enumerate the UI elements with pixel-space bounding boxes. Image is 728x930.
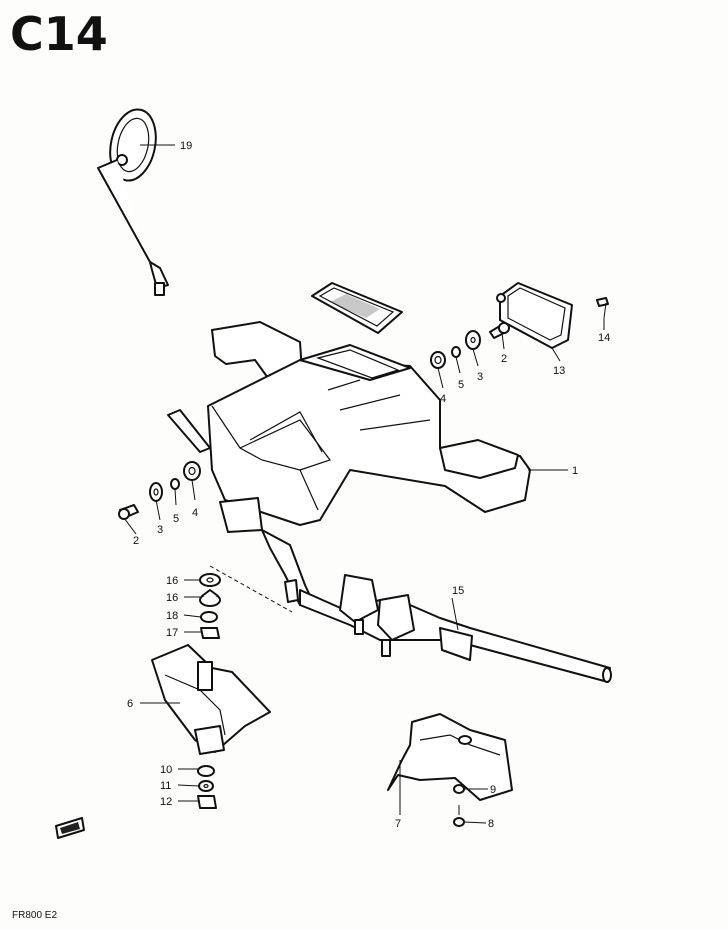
mount-stack-lower [197, 765, 217, 809]
callout-7: 7 [395, 818, 401, 830]
fasteners-right [430, 322, 510, 369]
left-cover-part [151, 644, 271, 755]
callout-3-right: 3 [477, 371, 483, 383]
callout-14: 14 [598, 332, 610, 344]
mirror-part [97, 108, 169, 296]
callout-2-right: 2 [501, 353, 507, 365]
leader-lines [123, 144, 605, 824]
screw-14 [596, 297, 609, 319]
frame-bar-part [299, 574, 612, 683]
window-glass-part [311, 282, 403, 334]
callout-13: 13 [553, 365, 565, 377]
mount-stack-upper [199, 573, 221, 639]
callout-19: 19 [180, 140, 192, 152]
callout-4-left: 4 [192, 507, 198, 519]
callout-3-left: 3 [157, 524, 163, 536]
diagram-title: C14 [10, 7, 108, 61]
callout-2-left: 2 [133, 535, 139, 547]
right-cover-part [387, 713, 513, 801]
bracket-stay [167, 409, 313, 606]
callout-4-right: 4 [440, 393, 446, 405]
callout-6: 6 [127, 698, 133, 710]
callout-17: 17 [166, 627, 178, 639]
assembly-guide-line [209, 565, 293, 613]
headlight-housing-part [207, 321, 531, 526]
callout-16-a: 16 [166, 575, 178, 587]
callout-5-left: 5 [173, 513, 179, 525]
callout-8: 8 [488, 818, 494, 830]
model-code-footer: FR800 E2 [12, 910, 57, 921]
forward-arrow-icon [55, 817, 85, 839]
fasteners-left [118, 461, 201, 520]
callout-16-b: 16 [166, 592, 178, 604]
callout-labels: 19 1 2 3 5 4 4 5 3 2 13 14 15 16 16 18 1… [127, 140, 610, 830]
callout-11: 11 [160, 780, 171, 792]
fasteners-bottom-right [453, 784, 465, 827]
callout-5-right: 5 [458, 379, 464, 391]
callout-9: 9 [490, 784, 496, 796]
callout-10: 10 [160, 764, 172, 776]
callout-1: 1 [572, 465, 578, 477]
callout-18: 18 [166, 610, 178, 622]
callout-15: 15 [452, 585, 464, 597]
callout-12: 12 [160, 796, 172, 808]
lamp-part [496, 282, 573, 349]
